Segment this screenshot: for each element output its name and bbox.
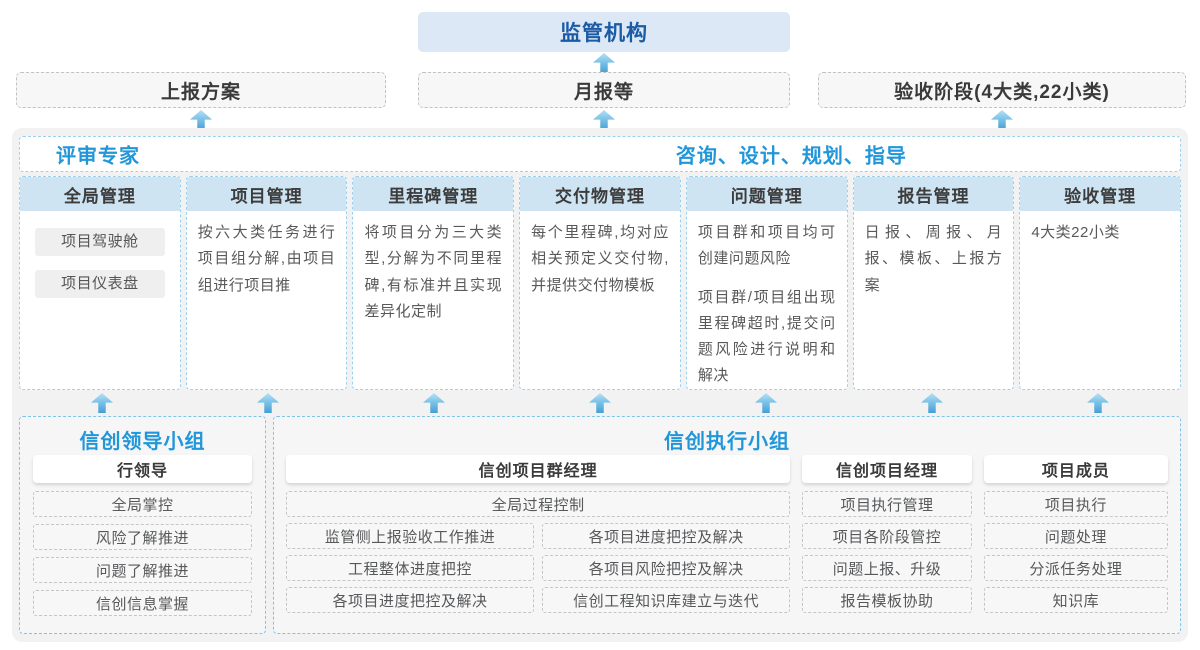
arrow-up-icon <box>423 393 445 413</box>
pm-item: 问题上报、升级 <box>802 555 972 581</box>
experts-header-bar: 评审专家 咨询、设计、规划、指导 <box>19 136 1181 172</box>
arrow-up-icon <box>589 393 611 413</box>
execution-subcolumns: 信创项目群经理 全局过程控制 监管侧上报验收工作推进 各项目进度把控及解决 工程… <box>286 455 1168 619</box>
column-paragraph: 日报、周报、月报、模板、上报方案 <box>864 224 1003 294</box>
report-box-monthly: 月报等 <box>418 72 790 108</box>
leadership-group: 信创领导小组 行领导 全局掌控 风险了解推进 问题了解推进 信创信息掌握 <box>19 416 266 634</box>
pm-item: 项目执行管理 <box>802 491 972 517</box>
main-container: 评审专家 咨询、设计、规划、指导 全局管理 项目驾驶舱 项目仪表盘 项目管理 按… <box>12 128 1188 642</box>
role-bank-leader: 行领导 <box>33 455 252 483</box>
pm-item: 项目各阶段管控 <box>802 523 972 549</box>
column-title: 问题管理 <box>686 177 847 211</box>
pgm-item: 各项目进度把控及解决 <box>286 587 535 613</box>
experts-label: 评审专家 <box>56 145 140 168</box>
pgm-item: 各项目风险把控及解决 <box>542 555 791 581</box>
column-issue-management: 问题管理 项目群和项目均可创建问题风险 项目群/项目组出现里程碑超时,提交问题风… <box>685 176 848 390</box>
column-body: 4大类22小类 <box>1020 211 1180 267</box>
column-acceptance-management: 验收管理 4大类22小类 <box>1019 176 1182 390</box>
leader-item: 信创信息掌握 <box>33 590 252 616</box>
column-body: 项目群和项目均可创建问题风险 项目群/项目组出现里程碑超时,提交问题风险进行说明… <box>687 211 847 389</box>
arrow-up-icon <box>921 393 943 413</box>
report-box-acceptance: 验收阶段(4大类,22小类) <box>818 72 1186 108</box>
column-body: 日报、周报、月报、模板、上报方案 <box>854 211 1014 320</box>
member-item: 问题处理 <box>983 523 1168 549</box>
column-title: 项目管理 <box>186 177 347 211</box>
column-title: 验收管理 <box>1020 177 1181 211</box>
pgm-items-grid: 监管侧上报验收工作推进 各项目进度把控及解决 工程整体进度把控 各项目风险把控及… <box>286 523 791 619</box>
pgm-item: 监管侧上报验收工作推进 <box>286 523 535 549</box>
consulting-label: 咨询、设计、规划、指导 <box>675 145 907 168</box>
management-columns: 全局管理 项目驾驶舱 项目仪表盘 项目管理 按六大类任务进行项目组分解,由项目组… <box>19 176 1182 390</box>
column-paragraph: 按六大类任务进行项目组分解,由项目组进行项目推 <box>197 224 336 294</box>
pgm-item-full: 全局过程控制 <box>286 491 791 517</box>
arrow-up-icon <box>593 110 615 130</box>
execution-group-title: 信创执行小组 <box>664 430 790 453</box>
column-title: 报告管理 <box>853 177 1014 211</box>
column-project-management: 项目管理 按六大类任务进行项目组分解,由项目组进行项目推 <box>185 176 348 390</box>
column-deliverable-management: 交付物管理 每个里程碑,均对应相关预定义交付物,并提供交付物模板 <box>519 176 681 390</box>
column-milestone-management: 里程碑管理 将项目分为三大类型,分解为不同里程碑,有标准并且实现差异化定制 <box>352 176 515 390</box>
column-paragraph: 4大类22小类 <box>1031 224 1120 241</box>
leader-item: 全局掌控 <box>33 491 252 517</box>
report-acceptance-label: 验收阶段(4大类,22小类) <box>894 81 1110 103</box>
arrow-up-icon <box>190 110 212 130</box>
column-body: 项目驾驶舱 项目仪表盘 <box>20 211 180 321</box>
arrow-up-icon <box>991 110 1013 130</box>
column-paragraph: 每个里程碑,均对应相关预定义交付物,并提供交付物模板 <box>531 224 669 294</box>
regulator-box: 监管机构 <box>418 12 790 52</box>
report-monthly-label: 月报等 <box>573 81 634 103</box>
column-title: 交付物管理 <box>520 177 680 211</box>
program-manager-subcolumn: 信创项目群经理 全局过程控制 监管侧上报验收工作推进 各项目进度把控及解决 工程… <box>286 455 791 619</box>
arrow-up-icon <box>593 53 615 73</box>
pgm-item: 工程整体进度把控 <box>286 555 535 581</box>
project-member-subcolumn: 项目成员 项目执行 问题处理 分派任务处理 知识库 <box>983 455 1168 619</box>
column-body: 将项目分为三大类型,分解为不同里程碑,有标准并且实现差异化定制 <box>353 211 513 346</box>
pgm-item: 各项目进度把控及解决 <box>542 523 791 549</box>
column-body: 按六大类任务进行项目组分解,由项目组进行项目推 <box>187 211 347 320</box>
arrow-up-icon <box>91 393 113 413</box>
arrow-up-icon <box>755 393 777 413</box>
column-paragraph: 项目群/项目组出现里程碑超时,提交问题风险进行说明和解决 <box>697 288 836 385</box>
regulator-label: 监管机构 <box>560 22 648 45</box>
arrows-row <box>19 390 1181 416</box>
column-paragraph: 项目群和项目均可创建问题风险 <box>697 224 836 268</box>
member-item: 知识库 <box>983 587 1168 613</box>
member-item: 分派任务处理 <box>983 555 1168 581</box>
column-body: 每个里程碑,均对应相关预定义交付物,并提供交付物模板 <box>520 211 680 320</box>
column-report-management: 报告管理 日报、周报、月报、模板、上报方案 <box>852 176 1015 390</box>
arrow-up-icon <box>1087 393 1109 413</box>
leadership-group-title: 信创领导小组 <box>79 430 206 453</box>
report-box-plan: 上报方案 <box>16 72 386 108</box>
column-paragraph: 将项目分为三大类型,分解为不同里程碑,有标准并且实现差异化定制 <box>364 224 503 320</box>
pm-item: 报告模板协助 <box>802 587 972 613</box>
role-project-manager: 信创项目经理 <box>802 455 972 483</box>
bottom-groups: 信创领导小组 行领导 全局掌控 风险了解推进 问题了解推进 信创信息掌握 信创执… <box>19 416 1181 634</box>
chip-project-dashboard: 项目仪表盘 <box>35 270 165 298</box>
chip-project-cockpit: 项目驾驶舱 <box>35 228 165 256</box>
report-plan-label: 上报方案 <box>160 81 241 103</box>
execution-group: 信创执行小组 信创项目群经理 全局过程控制 监管侧上报验收工作推进 各项目进度把… <box>273 416 1181 634</box>
arrow-up-icon <box>257 393 279 413</box>
project-manager-subcolumn: 信创项目经理 项目执行管理 项目各阶段管控 问题上报、升级 报告模板协助 <box>802 455 972 619</box>
member-item: 项目执行 <box>983 491 1168 517</box>
leader-item: 风险了解推进 <box>33 524 252 550</box>
role-program-manager: 信创项目群经理 <box>286 455 791 483</box>
column-global-management: 全局管理 项目驾驶舱 项目仪表盘 <box>19 176 181 390</box>
column-title: 里程碑管理 <box>353 177 514 211</box>
leader-item: 问题了解推进 <box>33 557 252 583</box>
pgm-item: 信创工程知识库建立与迭代 <box>542 587 791 613</box>
role-project-member: 项目成员 <box>983 455 1168 483</box>
column-title: 全局管理 <box>20 177 180 211</box>
